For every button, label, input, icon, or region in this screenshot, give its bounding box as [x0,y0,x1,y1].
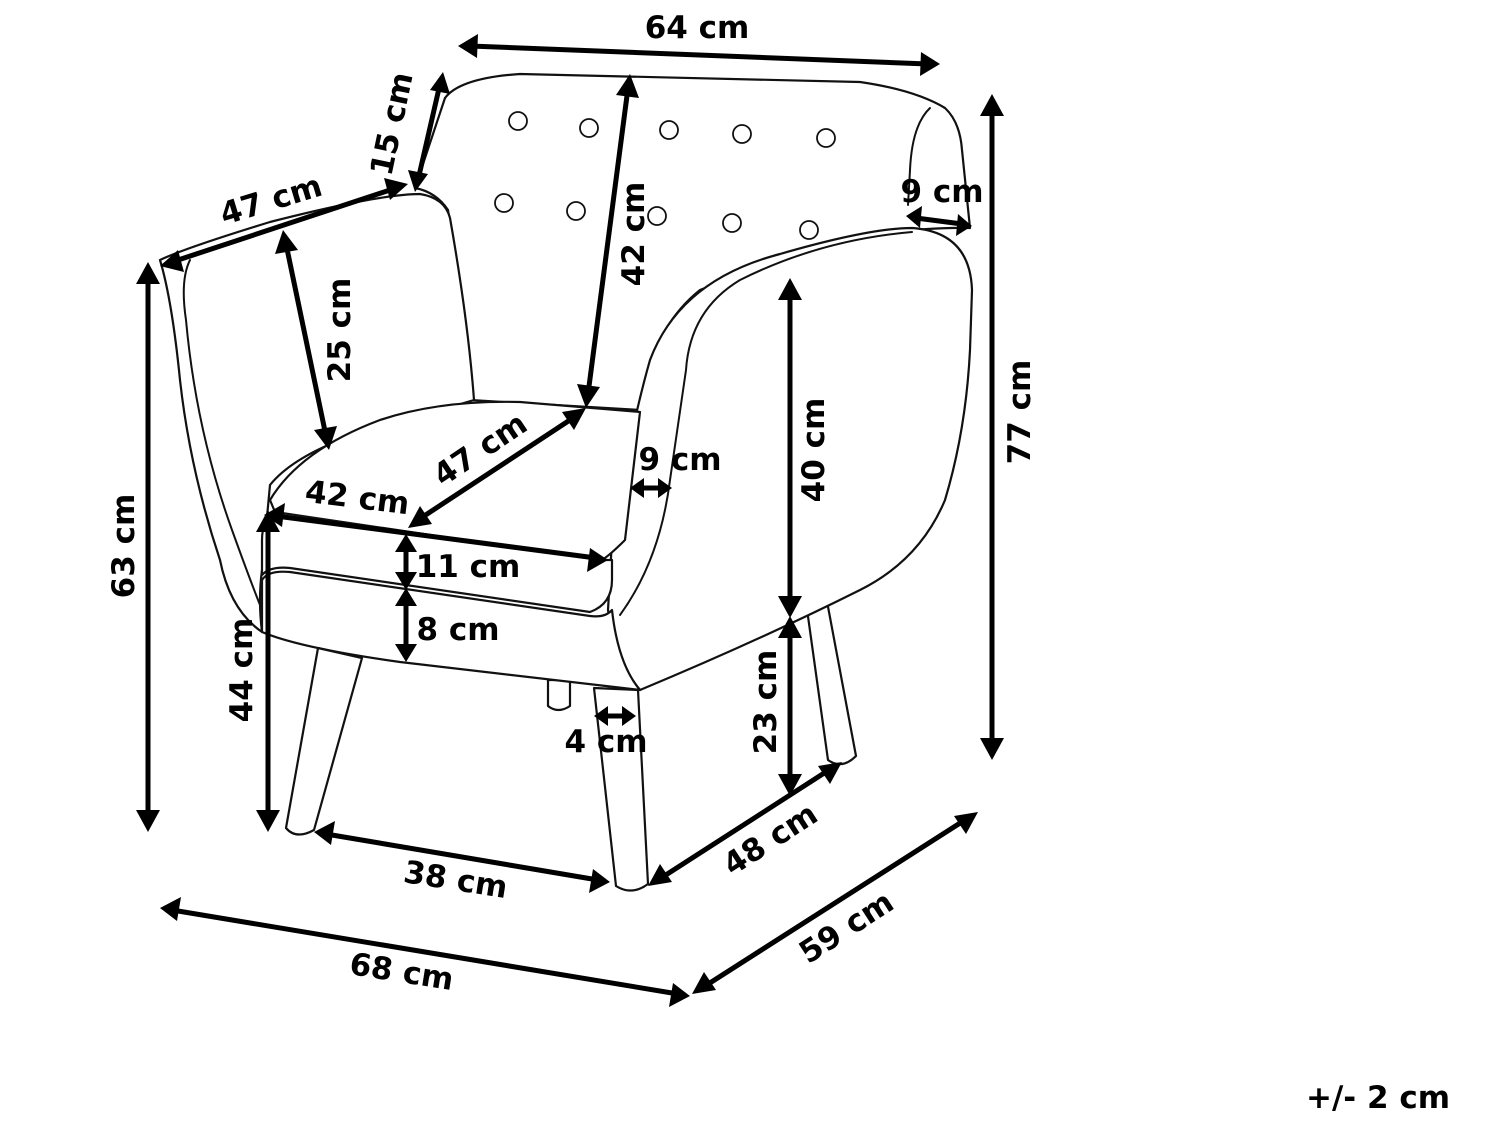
arrow-head [384,178,408,200]
label-inner-arm-height: 25 cm [322,278,358,383]
arrow-head [692,972,716,994]
arrow-head [906,206,922,228]
tufting-button [799,220,819,240]
label-leg-diameter: 4 cm [564,724,647,760]
arrow-head [778,616,802,638]
arrow-head [458,34,478,58]
label-seat-height: 44 cm [224,618,260,723]
arrow-head [408,506,432,528]
label-cushion-thickness: 11 cm [416,549,521,585]
arrow-head [314,426,337,450]
arrow-head [669,983,690,1007]
arrow-head [256,510,280,532]
arrow-head [562,408,586,430]
chair-drawing [158,72,974,892]
dim-line-total-depth [699,815,971,991]
arrow-head [587,548,608,572]
arrow-head [589,869,610,893]
tufting-buttons [494,111,836,240]
dim-line-side-leg-spacing [655,765,835,883]
arrow-head [920,52,940,76]
label-arm-height-total: 63 cm [106,494,142,599]
arrow-head [160,897,181,921]
arrow-head [594,706,608,726]
label-arm-side-height: 40 cm [796,398,832,503]
label-top-width: 64 cm [645,10,750,46]
back-right-leg [804,594,858,766]
arrow-head [956,214,972,236]
dim-line-front-leg-spacing [323,831,601,883]
tufting-button [566,201,586,221]
dim-line-top-width [467,43,931,67]
arrow-head [136,810,160,832]
right-armrest-inner-edge [619,231,913,616]
dim-line-backrest-height [585,85,631,397]
arrow-head [430,72,450,94]
arrow-head [408,170,428,192]
arrow-head [136,262,160,284]
dim-line-seat-width [273,513,599,561]
dim-line-arm-depth [169,185,399,265]
label-back-width-right: 9 cm [900,174,983,210]
arrow-head [658,478,672,498]
tufting-button [722,213,742,233]
arrow-head [395,572,417,590]
tufting-button [816,128,836,148]
tufting-button [579,118,599,138]
arrow-head [314,821,335,845]
arrow-head [980,94,1004,116]
arrow-head [395,534,417,552]
arrow-head [264,503,285,527]
tufting-button [647,206,667,226]
arrow-head [778,774,802,796]
arrow-head [818,762,842,784]
tufting-button [494,193,514,213]
front-left-leg [284,646,364,836]
dim-line-total-width [169,907,681,997]
arrow-head [980,738,1004,760]
back-center-leg [546,678,572,712]
arrow-head [160,250,184,272]
label-backrest-thickness: 15 cm [364,69,421,179]
arrow-head [275,230,298,254]
dim-line-back-ear [913,215,965,227]
arrow-head [630,478,644,498]
arrow-head [577,384,600,408]
tufting-button [732,124,752,144]
backrest-right-ear [907,107,931,206]
label-backrest-height: 42 cm [616,182,652,287]
label-arm-thickness: 9 cm [638,442,721,478]
tufting-button [508,111,528,131]
arrow-head [954,812,978,834]
left-armrest-inner-edge [182,259,263,611]
arrow-head [778,278,802,300]
label-leg-height: 23 cm [748,650,784,755]
arrow-head [648,864,672,886]
label-frame-thickness: 8 cm [416,612,499,648]
seat-cushion-top [268,400,642,562]
tolerance-note: +/- 2 cm [1306,1080,1450,1116]
dim-line-backrest-thickness [415,81,443,183]
dim-line-inner-arm [283,241,329,439]
arrow-head [395,644,417,662]
dim-line-seat-depth [415,413,579,523]
label-total-height: 77 cm [1002,360,1038,465]
arrow-head [256,810,280,832]
arrow-head [616,74,639,98]
arrow-head [778,596,802,618]
front-right-leg [592,686,650,892]
arrow-head [622,706,636,726]
dimension-lines [136,34,1004,1007]
arrow-head [395,588,417,606]
tufting-button [659,120,679,140]
